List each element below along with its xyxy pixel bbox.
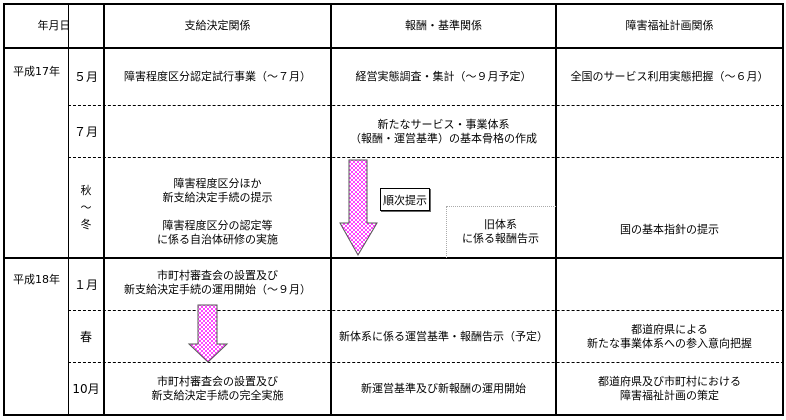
cell: 市町村審査会の設置及び新支給決定手続の完全実施 xyxy=(105,363,330,414)
border xyxy=(3,414,784,416)
border xyxy=(3,3,784,5)
period: ７月 xyxy=(73,124,98,139)
line: に係る報酬告示 xyxy=(462,232,539,245)
line: 都道府県及び市町村における xyxy=(598,374,741,388)
cell: 障害程度区分認定試行事業（～７月） xyxy=(124,70,311,83)
year-h18: 平成18年 xyxy=(13,273,60,286)
divider xyxy=(68,157,784,158)
cell: 新たなサービス・事業体系（報酬・運営基準）の基本骨格の作成 xyxy=(332,112,555,152)
line: 障害福祉計画の策定 xyxy=(620,388,719,402)
cell: 障害程度区分ほか新支給決定手続の提示 xyxy=(105,176,330,206)
cell: 都道府県及び市町村における障害福祉計画の策定 xyxy=(557,363,782,414)
line: 新たなサービス・事業体系 xyxy=(377,118,510,131)
cell: 新体系に係る運営基準・報酬告示（予定） xyxy=(339,329,548,343)
line: （報酬・運営基準）の基本骨格の作成 xyxy=(350,132,537,145)
divider xyxy=(68,310,784,311)
divider xyxy=(68,105,784,106)
line: 都道府県による xyxy=(631,322,708,336)
header-payment: 支給決定関係 xyxy=(184,19,251,32)
border xyxy=(3,3,5,416)
cell: 旧体系に係る報酬告示 xyxy=(446,214,555,250)
period: １月 xyxy=(73,277,98,292)
header-plan: 障害福祉計画関係 xyxy=(625,19,714,32)
period: 10月 xyxy=(72,381,100,396)
sequential-notice-box: 順次提示 xyxy=(380,188,430,211)
cell: 市町村審査会の設置及び新支給決定手続の運用開始（～９月） xyxy=(105,266,330,300)
divider xyxy=(68,3,69,416)
line: 市町村審査会の設置及び xyxy=(157,269,278,282)
divider xyxy=(330,3,332,416)
divider xyxy=(3,47,784,49)
divider xyxy=(555,3,557,416)
arrow-down-icon xyxy=(339,159,378,256)
divider xyxy=(68,362,784,363)
old-system-box xyxy=(446,206,556,258)
divider xyxy=(103,3,105,416)
period: ５月 xyxy=(73,70,98,84)
divider xyxy=(3,257,784,259)
line: 新支給決定手続の運用開始（～９月） xyxy=(124,283,311,296)
year-h17: 平成17年 xyxy=(13,65,60,78)
line: 新たな事業体系への参入意向把握 xyxy=(587,336,752,350)
line: 障害程度区分の認定等 xyxy=(162,219,273,232)
period: 春 xyxy=(79,329,92,344)
cell: 障害程度区分の認定等に係る自治体研修の実施 xyxy=(105,218,330,248)
cell: 都道府県による新たな事業体系への参入意向把握 xyxy=(557,311,782,362)
line: 旧体系 xyxy=(484,218,517,231)
line: 新支給決定手続の提示 xyxy=(162,191,273,204)
cell: 経営実態調査・集計（～９月予定） xyxy=(355,70,532,83)
line: 新支給決定手続の完全実施 xyxy=(151,388,284,402)
arrow-down-icon xyxy=(187,304,229,363)
cell: 新運営基準及び新報酬の運用開始 xyxy=(361,381,526,395)
header-fee: 報酬・基準関係 xyxy=(405,19,482,32)
border xyxy=(782,3,784,416)
cell: 国の基本指針の提示 xyxy=(620,223,719,236)
cell: 全国のサービス利用実態把握（～６月） xyxy=(570,70,769,83)
line: に係る自治体研修の実施 xyxy=(157,233,278,246)
period: 秋 ～ 冬 xyxy=(80,184,92,231)
line: 障害程度区分ほか xyxy=(173,177,262,190)
line: 市町村審査会の設置及び xyxy=(157,374,278,388)
header-date: 年月日 xyxy=(37,19,71,32)
